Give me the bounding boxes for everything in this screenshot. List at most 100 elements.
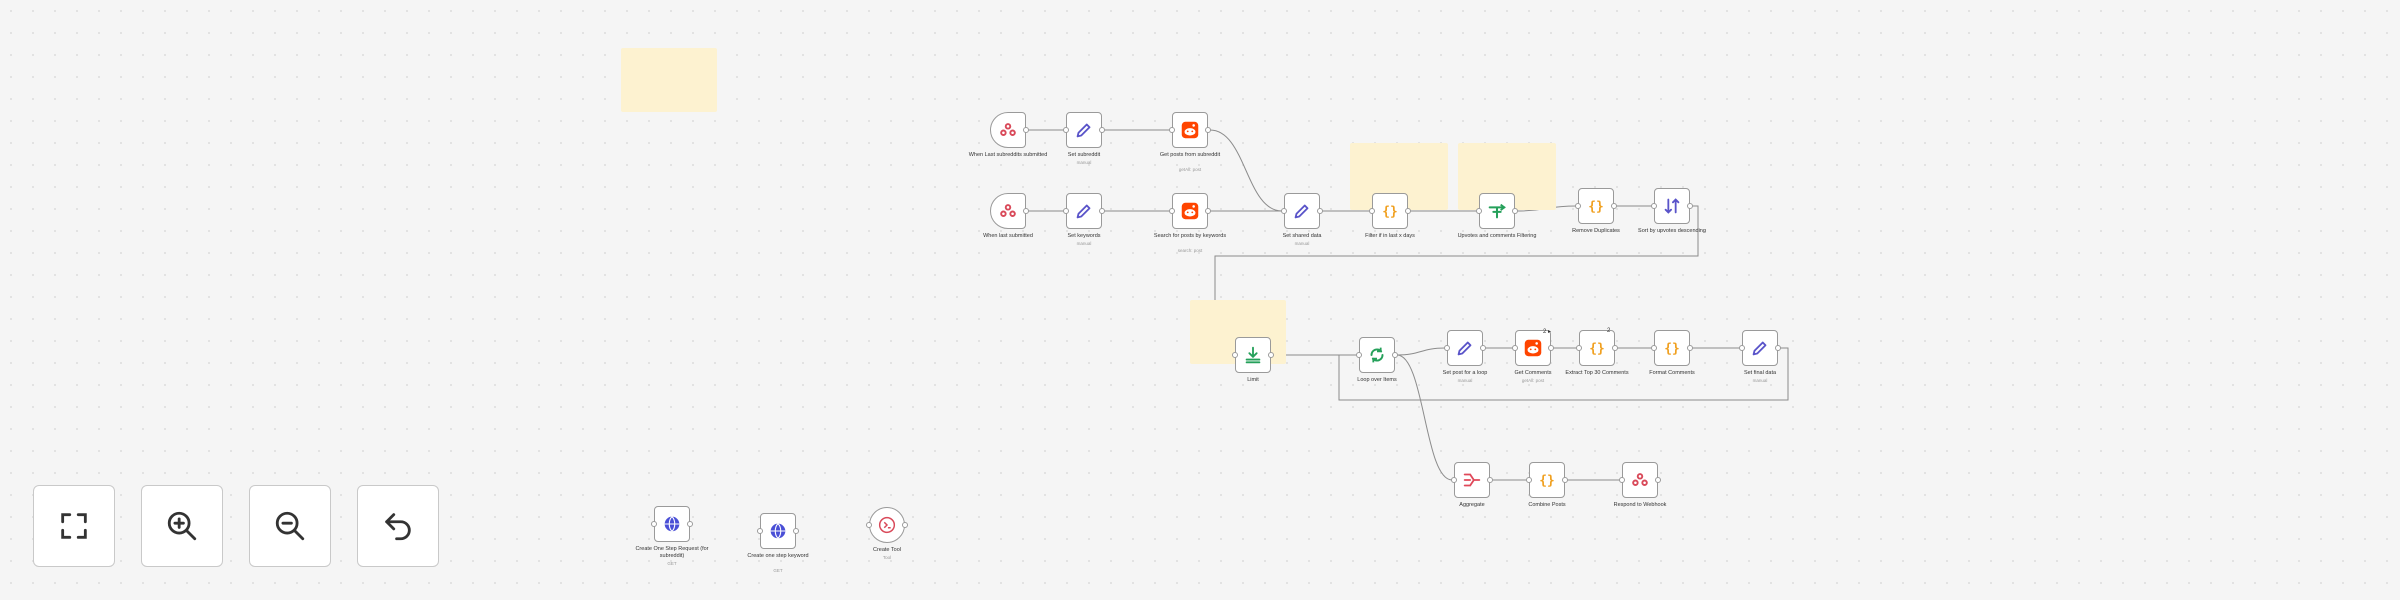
node-combine-posts[interactable]: {} — [1529, 462, 1565, 498]
undo-button[interactable] — [357, 485, 439, 567]
output-handle[interactable] — [687, 521, 693, 527]
zoom-in-icon — [167, 511, 197, 541]
output-handle[interactable] — [1099, 127, 1105, 133]
input-handle[interactable] — [1476, 208, 1482, 214]
node-label: Filter if in last x days — [1365, 233, 1415, 239]
fit-view-button[interactable] — [33, 485, 115, 567]
node-subtitle: getAll: post — [1178, 167, 1202, 172]
node-respond-to-webhook[interactable] — [1622, 462, 1658, 498]
node-label: Get Comments — [1514, 370, 1552, 376]
input-handle[interactable] — [1444, 345, 1450, 351]
node-subtitle: manual — [1076, 241, 1092, 246]
node-sort-upvotes[interactable] — [1654, 188, 1690, 224]
output-handle[interactable] — [1687, 203, 1693, 209]
output-handle[interactable] — [793, 528, 799, 534]
node-get-comments[interactable] — [1515, 330, 1551, 366]
input-handle[interactable] — [1281, 208, 1287, 214]
input-handle[interactable] — [1063, 208, 1069, 214]
input-handle[interactable] — [1739, 345, 1745, 351]
output-handle[interactable] — [1405, 208, 1411, 214]
node-label: Loop over Items — [1357, 377, 1397, 383]
input-handle[interactable] — [757, 528, 763, 534]
input-handle[interactable] — [1369, 208, 1375, 214]
output-handle[interactable] — [1317, 208, 1323, 214]
node-webhook-keyword[interactable] — [760, 513, 796, 549]
output-handle[interactable] — [1611, 203, 1617, 209]
input-handle[interactable] — [1619, 477, 1625, 483]
input-handle[interactable] — [1526, 477, 1532, 483]
zoom-in-button[interactable] — [141, 485, 223, 567]
output-handle[interactable] — [902, 522, 908, 528]
workflow-icon — [1000, 204, 1016, 217]
output-handle[interactable] — [1655, 477, 1661, 483]
output-handle[interactable] — [1480, 345, 1486, 351]
node-upvotes-filter[interactable] — [1479, 193, 1515, 229]
pencil-icon — [1076, 123, 1091, 138]
node-set-subreddit[interactable] — [1066, 112, 1102, 148]
node-subtitle: manual — [1457, 378, 1473, 383]
workflow-icon — [1632, 473, 1648, 486]
input-handle[interactable] — [1575, 203, 1581, 209]
node-set-shared-data[interactable] — [1284, 193, 1320, 229]
input-handle[interactable] — [1651, 345, 1657, 351]
input-handle[interactable] — [1169, 208, 1175, 214]
input-handle[interactable] — [1651, 203, 1657, 209]
output-handle[interactable] — [1392, 352, 1398, 358]
node-sub-workflow[interactable] — [869, 507, 905, 543]
output-handle[interactable] — [1562, 477, 1568, 483]
node-loop-over-items[interactable] — [1359, 337, 1395, 373]
input-handle[interactable] — [1451, 477, 1457, 483]
node-label: Respond to Webhook — [1613, 502, 1667, 508]
node-get-posts-subreddit[interactable] — [1172, 112, 1208, 148]
node-set-post-id[interactable] — [1447, 330, 1483, 366]
svg-text:{}: {} — [1588, 200, 1603, 215]
node-set-final-data[interactable] — [1742, 330, 1778, 366]
node-subtitle: search: post — [1177, 248, 1203, 253]
node-search-posts-keywords[interactable] — [1172, 193, 1208, 229]
output-handle[interactable] — [1099, 208, 1105, 214]
input-handle[interactable] — [1356, 352, 1362, 358]
node-subtitle: GET — [667, 561, 677, 566]
node-format-comments[interactable]: {} — [1654, 330, 1690, 366]
output-handle[interactable] — [1775, 345, 1781, 351]
svg-text:{}: {} — [1589, 342, 1604, 357]
output-handle[interactable] — [1023, 127, 1029, 133]
node-remove-duplicates[interactable]: {} — [1578, 188, 1614, 224]
input-handle[interactable] — [1232, 352, 1238, 358]
node-trigger-subreddit[interactable] — [990, 112, 1026, 148]
output-handle[interactable] — [1687, 345, 1693, 351]
connection-line[interactable] — [1396, 347, 1446, 356]
input-handle[interactable] — [866, 522, 872, 528]
node-subtitle: Tool — [882, 555, 892, 560]
input-handle[interactable] — [1063, 127, 1069, 133]
zoom-out-button[interactable] — [249, 485, 331, 567]
input-handle[interactable] — [651, 521, 657, 527]
input-handle[interactable] — [1512, 345, 1518, 351]
output-handle[interactable] — [1548, 345, 1554, 351]
output-handle[interactable] — [1023, 208, 1029, 214]
code-icon: {} — [1382, 205, 1397, 220]
output-handle[interactable] — [1487, 477, 1493, 483]
svg-text:{}: {} — [1664, 342, 1679, 357]
node-label: Create Tool — [872, 547, 902, 553]
output-handle[interactable] — [1512, 208, 1518, 214]
output-handle[interactable] — [1612, 345, 1618, 351]
subworkflow-icon — [878, 516, 896, 534]
node-extract-top-comments[interactable]: {} — [1579, 330, 1615, 366]
node-limit[interactable] — [1235, 337, 1271, 373]
node-label: Combine Posts — [1528, 502, 1566, 508]
node-aggregate[interactable] — [1454, 462, 1490, 498]
node-set-keywords[interactable] — [1066, 193, 1102, 229]
node-webhook-subreddit[interactable] — [654, 506, 690, 542]
input-handle[interactable] — [1169, 127, 1175, 133]
output-handle[interactable] — [1268, 352, 1274, 358]
output-handle[interactable] — [1205, 208, 1211, 214]
output-handle[interactable] — [1205, 127, 1211, 133]
pencil-icon — [1752, 341, 1767, 356]
code-icon: {} — [1664, 342, 1679, 357]
sticky-note[interactable] — [621, 48, 717, 112]
input-handle[interactable] — [1576, 345, 1582, 351]
node-trigger-keyword[interactable] — [990, 193, 1026, 229]
node-filter-last-days[interactable]: {} — [1372, 193, 1408, 229]
